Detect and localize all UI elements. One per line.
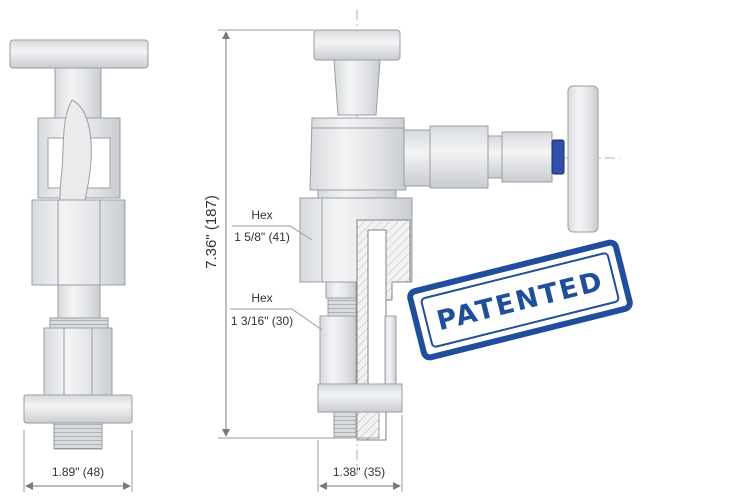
left-width-label: 1.89" (48) bbox=[52, 465, 104, 479]
left-width-dimension: 1.89" (48) bbox=[23, 430, 133, 492]
right-bottom-thread bbox=[333, 411, 357, 439]
right-bonnet bbox=[309, 117, 407, 191]
left-lower-hex bbox=[43, 327, 113, 396]
left-base-plate bbox=[23, 394, 133, 424]
hex-lower-callout: Hex 1 3/16" (30) bbox=[230, 291, 323, 331]
height-dimension: 7.36" (187) bbox=[203, 29, 334, 439]
left-bottom-thread bbox=[53, 422, 103, 450]
left-view bbox=[9, 39, 149, 450]
right-thread-band bbox=[327, 297, 357, 317]
right-width-label: 1.38" (35) bbox=[333, 465, 385, 479]
left-handle-bar bbox=[9, 39, 149, 69]
right-neck bbox=[325, 281, 357, 299]
left-thread-band bbox=[49, 317, 109, 329]
patented-stamp: PATENTED bbox=[407, 239, 633, 361]
right-width-dimension: 1.38" (35) bbox=[317, 415, 403, 492]
side-fitting-1 bbox=[403, 129, 431, 187]
side-fitting-2 bbox=[429, 125, 489, 189]
hex-lower-label: Hex bbox=[251, 291, 272, 305]
hex-upper-size: 1 5/8" (41) bbox=[234, 230, 290, 244]
side-blue-ring bbox=[551, 139, 565, 175]
hex-upper-label: Hex bbox=[251, 208, 272, 222]
right-view bbox=[299, 29, 599, 441]
right-top-cap bbox=[313, 29, 401, 61]
right-base bbox=[317, 383, 403, 413]
right-lower-hex bbox=[319, 315, 357, 385]
left-neck bbox=[57, 284, 101, 320]
hex-upper-callout: Hex 1 5/8" (41) bbox=[232, 208, 313, 244]
hex-lower-size: 1 3/16" (30) bbox=[231, 314, 293, 328]
left-hex-body bbox=[31, 199, 126, 286]
side-fitting-4 bbox=[501, 131, 553, 183]
side-fitting-3 bbox=[487, 135, 503, 179]
height-dimension-label: 7.36" (187) bbox=[203, 195, 220, 269]
side-handwheel bbox=[567, 85, 599, 233]
right-stem bbox=[333, 59, 381, 116]
